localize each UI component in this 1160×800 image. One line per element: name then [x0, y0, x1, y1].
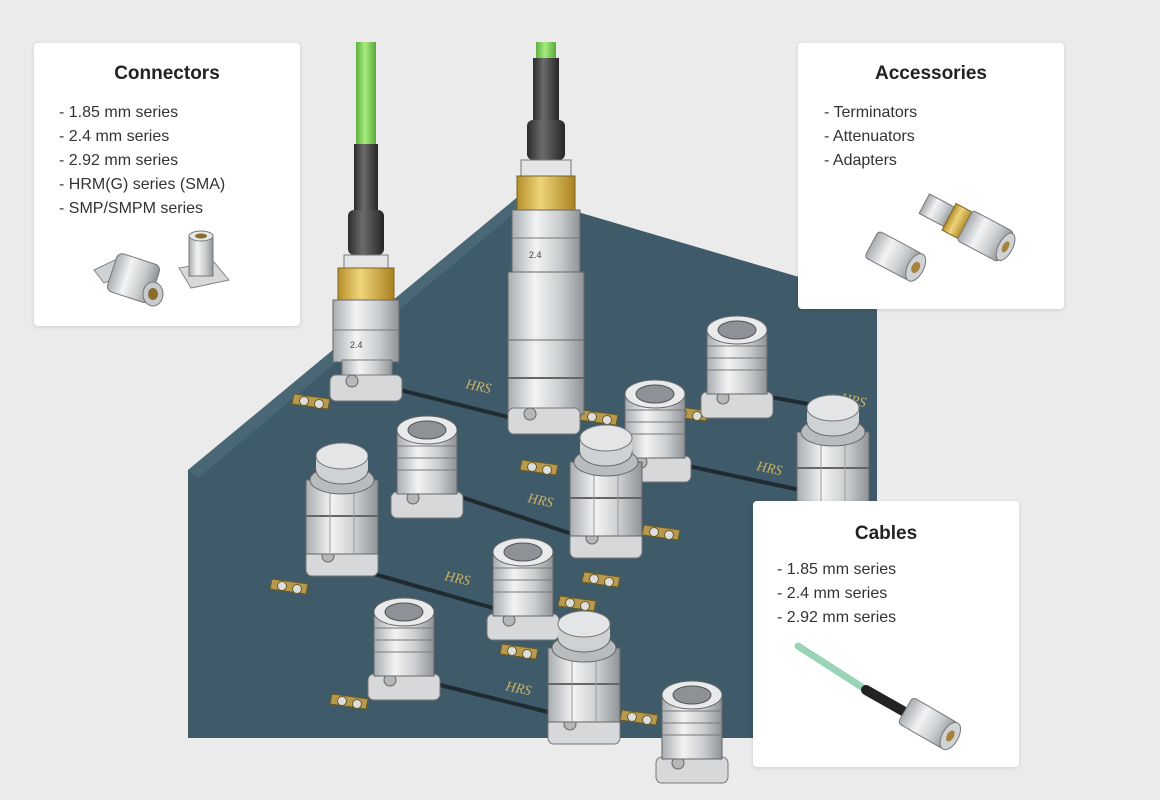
hrs-logo: HRS — [525, 491, 554, 511]
plug-connector — [547, 610, 621, 745]
cable-product-image — [794, 642, 962, 751]
svg-text:2.4: 2.4 — [529, 250, 542, 260]
list-item: - Terminators — [824, 104, 918, 121]
list-item: - 2.92 mm series — [777, 609, 897, 626]
accessories-card[interactable]: Accessories - Terminators - Attenuators … — [798, 43, 1064, 309]
cable-assembly-center: 2.4 — [507, 42, 585, 435]
accessories-product-image — [865, 193, 1016, 282]
card-title: Accessories — [875, 63, 987, 84]
list-item: - 2.4 mm series — [59, 128, 170, 145]
cable-assembly-left: 2.4 — [329, 42, 403, 402]
hrs-logo: HRS — [754, 459, 783, 479]
jack-connector — [700, 315, 774, 419]
plug-connector — [305, 442, 379, 577]
cables-card[interactable]: Cables - 1.85 mm series - 2.4 mm series … — [753, 501, 1019, 767]
list-item: - Attenuators — [824, 128, 915, 145]
hrs-logo: HRS — [442, 569, 471, 589]
jack-connector — [655, 680, 729, 784]
hrs-logo: HRS — [463, 377, 492, 397]
list-item: - 1.85 mm series — [59, 104, 179, 121]
card-title: Cables — [854, 523, 918, 544]
plug-connector — [569, 424, 643, 559]
list-item: - 2.4 mm series — [777, 585, 888, 602]
list-item: - 1.85 mm series — [777, 561, 897, 578]
connectors-card[interactable]: Connectors - 1.85 mm series - 2.4 mm ser… — [34, 43, 300, 326]
connectors-product-image — [93, 230, 230, 307]
jack-connector — [486, 537, 560, 641]
list-item: - 2.92 mm series — [59, 152, 179, 169]
accessories-list: - Terminators - Attenuators - Adapters — [824, 101, 917, 173]
list-item: - HRM(G) series (SMA) — [59, 176, 226, 193]
jack-connector — [367, 597, 441, 701]
list-item: - SMP/SMPM series — [59, 200, 204, 217]
list-item: - Adapters — [824, 152, 897, 169]
svg-text:2.4: 2.4 — [350, 340, 363, 350]
connectors-list: - 1.85 mm series - 2.4 mm series - 2.92 … — [59, 101, 225, 221]
hrs-logo: HRS — [503, 679, 532, 699]
card-title: Connectors — [114, 63, 220, 84]
jack-connector — [390, 415, 464, 519]
cables-list: - 1.85 mm series - 2.4 mm series - 2.92 … — [777, 558, 896, 630]
